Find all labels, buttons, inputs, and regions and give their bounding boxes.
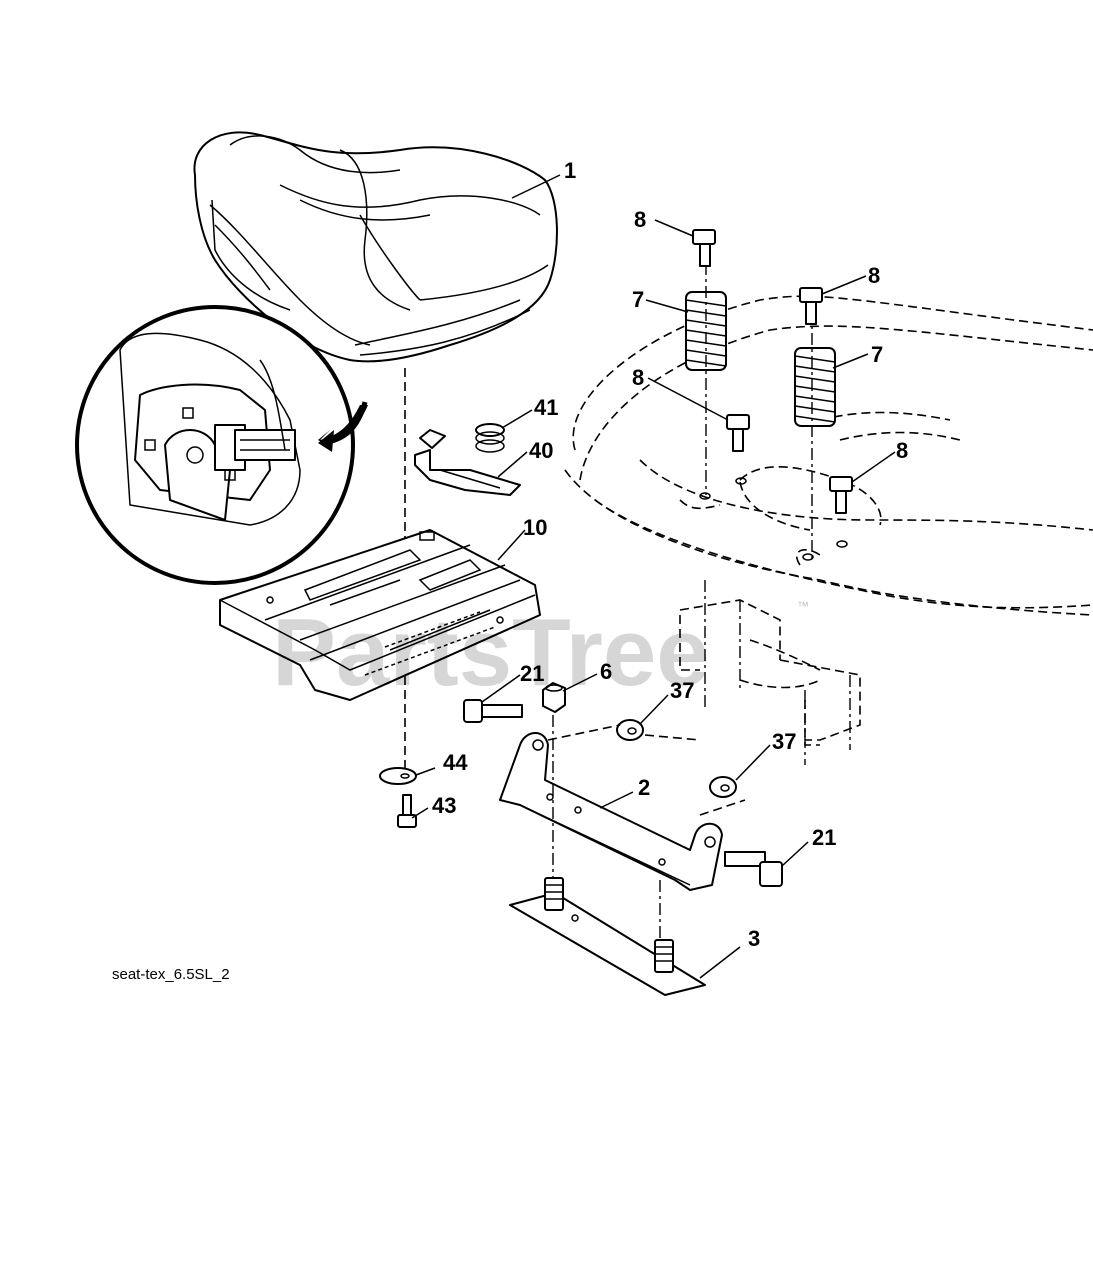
washer-lower	[709, 776, 737, 798]
callout-bolt-left-top: 8	[634, 207, 646, 232]
callout-lock-nut: 6	[600, 659, 612, 684]
callout-bolt-left-bottom: 8	[632, 365, 644, 390]
bolt-right-bottom	[829, 476, 853, 514]
spring-right	[794, 347, 836, 427]
leader-lines	[411, 174, 896, 979]
bracket-guides	[547, 715, 746, 945]
watermark: PartsTree	[272, 599, 710, 706]
callout-bolt-right: 21	[812, 825, 836, 850]
lock-nut	[542, 682, 566, 713]
callout-spring-left: 7	[632, 287, 644, 312]
callout-washer-lower: 37	[772, 729, 796, 754]
diagram-caption: seat-tex_6.5SL_2	[112, 966, 230, 983]
callout-base-plate: 3	[748, 926, 760, 951]
callout-bolt-right-top: 8	[868, 263, 880, 288]
callout-seat: 1	[564, 158, 576, 183]
callout-small-spring: 41	[534, 395, 558, 420]
callout-screw: 43	[432, 793, 456, 818]
callout-washer-44: 44	[443, 750, 468, 775]
bolt-right-21	[724, 851, 783, 887]
callout-clip: 40	[529, 438, 553, 463]
seat-pan	[219, 529, 541, 701]
screw-43	[397, 794, 417, 828]
clip	[414, 429, 521, 496]
washer-44	[379, 767, 417, 785]
callout-bolt-right-bottom: 8	[896, 438, 908, 463]
small-spring	[475, 423, 505, 453]
callout-seat-bracket: 2	[638, 775, 650, 800]
callout-seat-pan: 10	[523, 515, 547, 540]
detail-arrow	[318, 401, 368, 452]
base-plate	[509, 877, 706, 996]
callout-spring-right: 7	[871, 342, 883, 367]
seat	[193, 131, 558, 363]
seat-bracket	[499, 732, 723, 891]
callout-washer-upper: 37	[670, 678, 694, 703]
washer-upper	[616, 719, 644, 741]
fender-holes	[699, 477, 848, 561]
bolt-left-top	[692, 229, 716, 267]
detail-inset	[75, 305, 355, 585]
bolt-right-top	[799, 287, 823, 325]
bolt-left-bottom	[726, 414, 750, 452]
watermark-trademark: ™	[797, 599, 809, 613]
fender-outline	[564, 295, 1093, 765]
bolt-left-21	[463, 699, 523, 723]
callout-bolt-left: 21	[520, 661, 544, 686]
